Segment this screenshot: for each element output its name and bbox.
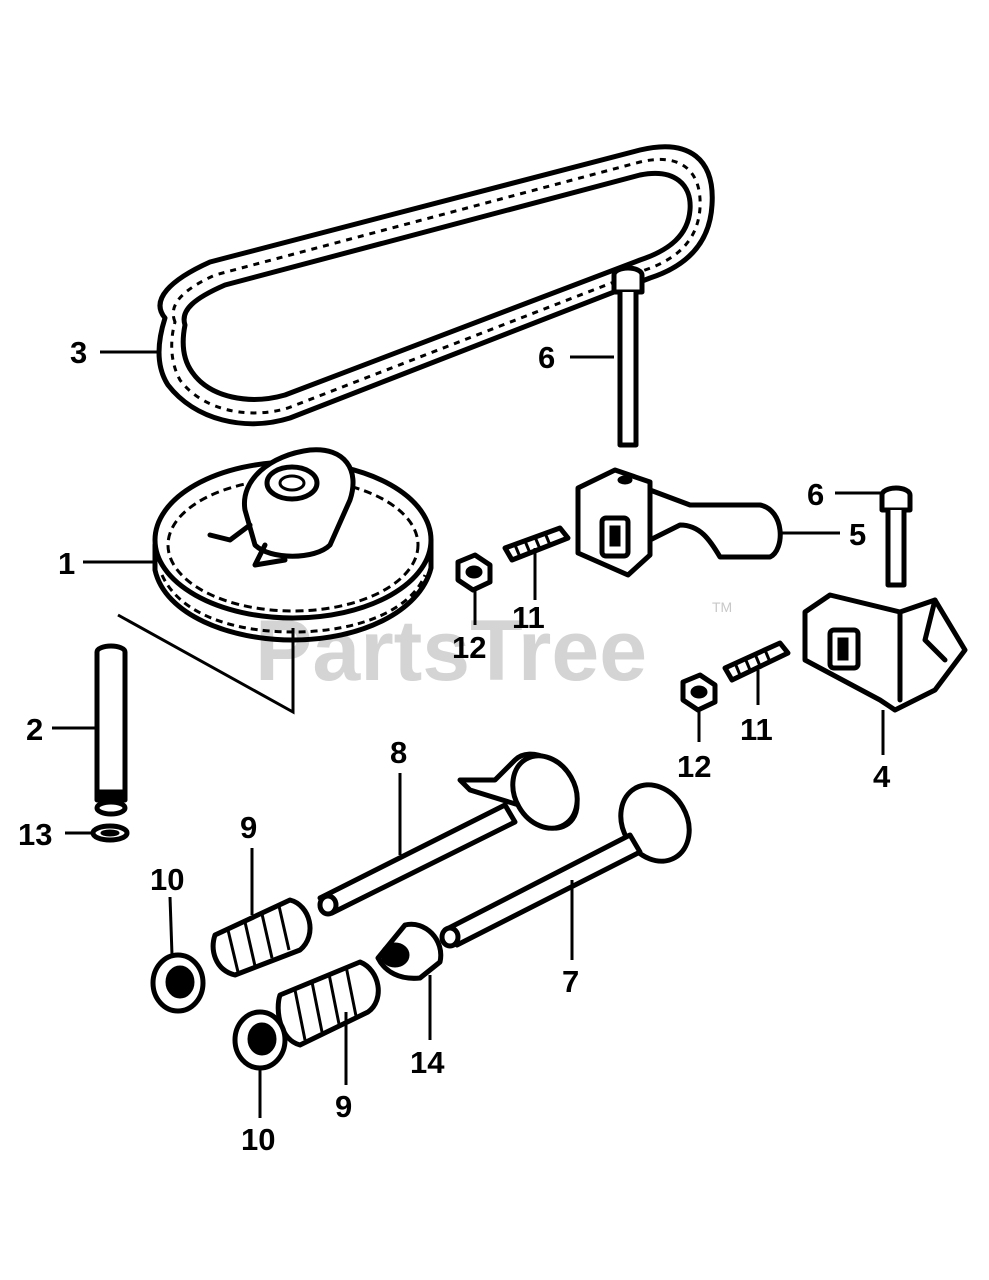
callout-13: 13 <box>18 817 52 852</box>
part-rocker-arm-5[interactable] <box>575 467 783 578</box>
part-adjust-screw-upper[interactable] <box>502 525 571 563</box>
callout-10-lower: 10 <box>241 1122 275 1157</box>
part-valve-spring-lower[interactable] <box>275 959 381 1048</box>
callout-11-upper: 11 <box>512 600 545 635</box>
callout-7: 7 <box>562 964 579 999</box>
callout-8: 8 <box>390 735 407 770</box>
callout-9-lower: 9 <box>335 1089 352 1124</box>
callout-4: 4 <box>873 759 891 794</box>
callout-6-right: 6 <box>807 477 824 512</box>
callout-2: 2 <box>26 712 43 747</box>
callout-11-right: 11 <box>740 712 773 747</box>
part-rocker-pin-upper[interactable] <box>611 265 645 448</box>
callout-10-upper: 10 <box>150 862 184 897</box>
leader-frame <box>117 613 295 715</box>
part-nut-upper[interactable] <box>455 552 493 593</box>
callout-numbers: 3 1 2 13 6 6 5 11 12 11 12 4 8 9 10 7 14… <box>18 335 891 1157</box>
part-washer-13[interactable] <box>90 823 130 843</box>
part-rocker-arm-4[interactable] <box>802 592 968 713</box>
part-timing-belt[interactable] <box>156 144 715 427</box>
callout-3: 3 <box>70 335 87 370</box>
part-valve-7[interactable] <box>439 772 703 949</box>
part-adjust-screw-right[interactable] <box>722 640 791 683</box>
part-nut-right[interactable] <box>680 672 718 713</box>
watermark: PartsTree TM <box>255 599 732 699</box>
leader-lines <box>52 350 885 1118</box>
callout-6-upper: 6 <box>538 340 555 375</box>
callout-12-right: 12 <box>677 749 711 784</box>
callout-9-upper: 9 <box>240 810 257 845</box>
callout-14: 14 <box>410 1045 445 1080</box>
part-stem-seal[interactable] <box>375 921 444 981</box>
part-retainer-upper[interactable] <box>150 952 206 1014</box>
part-camshaft-pin[interactable] <box>94 643 128 817</box>
callout-1: 1 <box>58 546 75 581</box>
watermark-text: PartsTree <box>255 603 647 699</box>
callout-5: 5 <box>849 517 866 552</box>
callout-12-upper: 12 <box>452 630 486 665</box>
part-valve-8[interactable] <box>317 744 590 917</box>
part-retainer-lower[interactable] <box>232 1009 288 1071</box>
part-rocker-pin-right[interactable] <box>879 485 913 588</box>
part-valve-spring-upper[interactable] <box>210 897 313 978</box>
watermark-trademark: TM <box>712 599 732 615</box>
